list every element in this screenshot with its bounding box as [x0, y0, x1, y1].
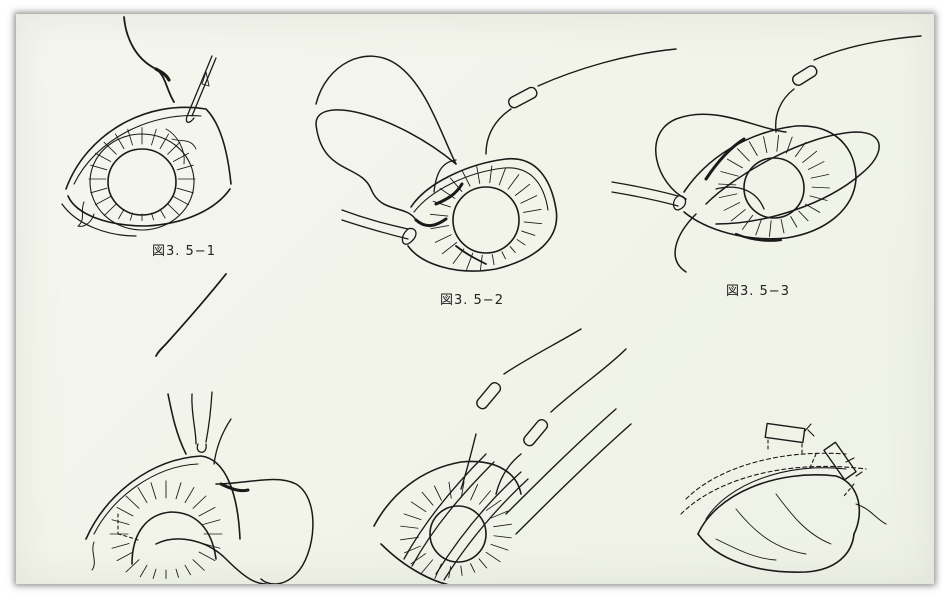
caption-fig-3-5-3: 図3. 5−3 — [726, 284, 790, 299]
figure-bottom-right — [680, 422, 887, 573]
figure-bottom-middle — [373, 328, 632, 584]
illustrations — [61, 16, 922, 584]
caption-fig-3-5-1: 図3. 5−1 — [152, 244, 216, 259]
figure-3-5-2 — [315, 48, 677, 282]
scanned-page: 図3. 5−1 図3. 5−2 図3. 5−3 — [16, 14, 934, 584]
figure-3-5-1 — [61, 16, 232, 237]
figure-bottom-left — [85, 273, 314, 584]
figure-3-5-3 — [611, 35, 922, 273]
caption-fig-3-5-2: 図3. 5−2 — [440, 293, 504, 308]
